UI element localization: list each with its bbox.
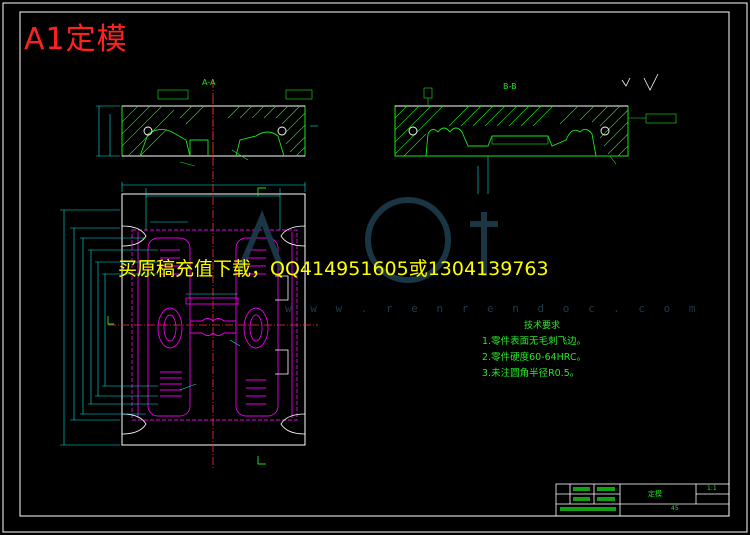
section-a-view (96, 89, 318, 167)
title-block-scale: 1:1 (707, 485, 717, 492)
inner-border (19, 11, 730, 517)
watermark-url: w w w . r e n r e n d o c . c o m (285, 302, 702, 315)
plan-view (60, 80, 318, 470)
tech-requirement-item: 2.零件硬度60-64HRC。 (482, 352, 587, 363)
watermark-emblem (237, 197, 498, 283)
section-a-outline (121, 105, 306, 157)
tech-requirement-item: 1.零件表面无毛刺飞边。 (482, 336, 587, 347)
title-block (555, 483, 730, 517)
title-block-cell-text (560, 487, 616, 511)
title-block-material: 45 (671, 505, 679, 512)
section-a-label: A-A (202, 78, 216, 87)
section-b-label: B-B (503, 82, 517, 91)
tech-requirements-heading: 技术要求 (524, 321, 561, 331)
tech-requirement-item: 3.未注圆角半径R0.5。 (482, 368, 580, 379)
section-b-view (394, 73, 677, 194)
download-banner: 买原稿充值下载，QQ414951605或1304139763 (118, 258, 549, 280)
title-block-part-name: 定模 (648, 490, 662, 498)
plate-outline (121, 193, 306, 446)
drawing-title: A1定模 (24, 22, 128, 57)
